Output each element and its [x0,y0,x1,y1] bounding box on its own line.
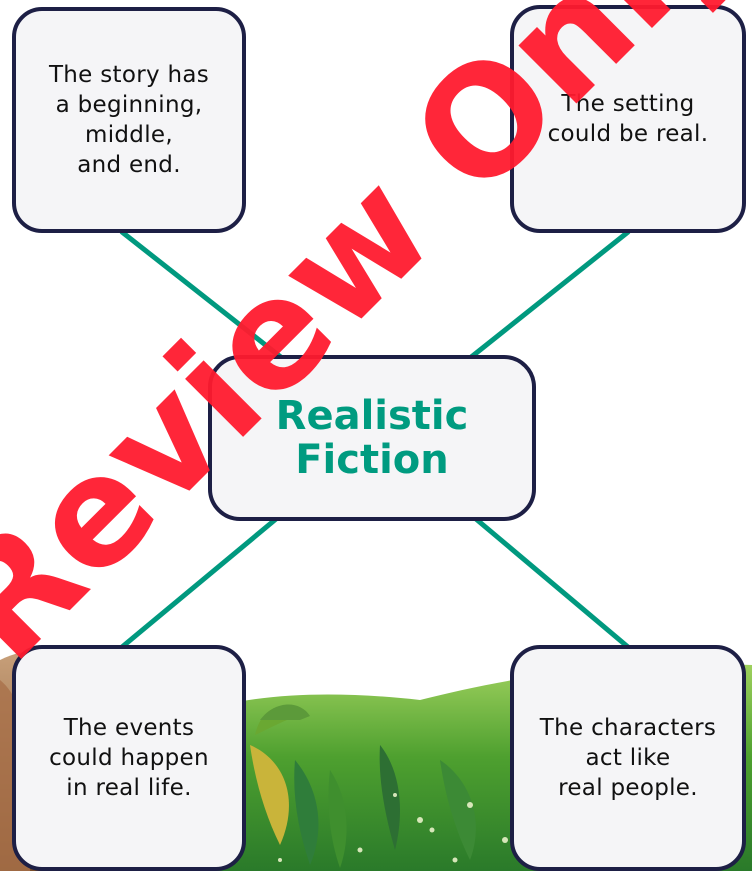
trait-box-top-left: The story has a beginning, middle, and e… [12,7,246,233]
center-topic-title: Realistic Fiction [275,393,469,483]
connector-bottom-right [473,516,631,650]
trait-text-top-left: The story has a beginning, middle, and e… [48,62,210,178]
connector-top-left [119,229,285,361]
trait-box-top-right: The setting could be real. [510,5,746,233]
center-topic-box: Realistic Fiction [208,355,536,521]
trait-text-top-right: The setting could be real. [547,91,709,147]
connector-bottom-left [119,516,279,650]
trait-box-bottom-left: The events could happen in real life. [12,645,246,871]
trait-box-bottom-right: The characters act like real people. [510,645,746,871]
connector-top-right [467,229,631,361]
trait-text-bottom-left: The events could happen in real life. [49,715,209,801]
trait-text-bottom-right: The characters act like real people. [539,715,717,801]
connector-lines [119,229,631,650]
